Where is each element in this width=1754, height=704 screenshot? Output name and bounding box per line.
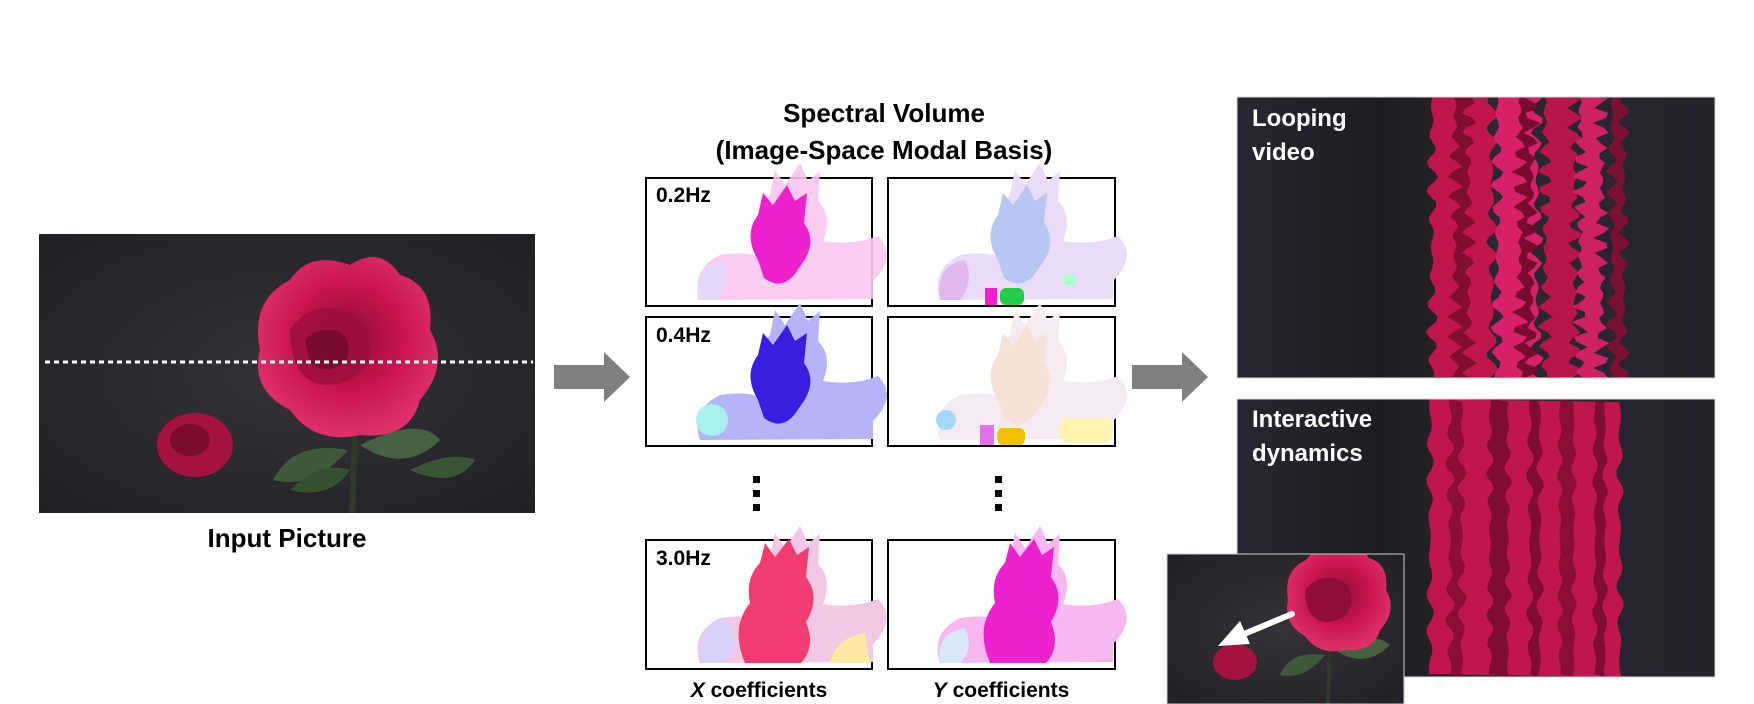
- interactive-streak-2: [1486, 399, 1512, 677]
- interactive-streak-4: [1557, 399, 1577, 677]
- interactive-streak-3: [1526, 399, 1544, 677]
- arrow-to-spectral-icon: [554, 352, 630, 402]
- y-coefficients-caption: Y coefficients: [933, 679, 1070, 702]
- x-coefficient-panel-0-2hz: 0.2Hz: [645, 163, 887, 307]
- frequency-label-0-4hz: 0.4Hz: [656, 324, 711, 347]
- looping-streak-5: [1571, 97, 1610, 378]
- x-coefficient-panel-0-4hz: 0.4Hz: [645, 303, 887, 447]
- looping-video-label-line2: video: [1252, 139, 1315, 166]
- input-picture-caption: Input Picture: [208, 523, 367, 553]
- looping-video-panel: Looping video: [1236, 96, 1716, 379]
- looping-streak-1: [1447, 97, 1477, 378]
- frequency-label-0-2hz: 0.2Hz: [656, 184, 711, 207]
- looping-streak-6: [1606, 97, 1630, 378]
- x-coefficients-caption: X coefficients: [690, 679, 828, 702]
- interactive-streak-1: [1445, 399, 1467, 677]
- frequency-label-3-0hz: 3.0Hz: [656, 547, 711, 570]
- input-picture: [39, 234, 535, 513]
- y-coefficient-panel-3-0hz: [887, 526, 1127, 670]
- interactive-dynamics-streaks: [1426, 399, 1624, 677]
- looping-streak-4: [1537, 97, 1583, 378]
- spectral-volume-title: Spectral Volume: [783, 98, 985, 128]
- interactive-dynamics-label-line2: dynamics: [1252, 440, 1363, 467]
- arrow-to-outputs-icon: [1132, 352, 1208, 402]
- looping-streak-2: [1490, 97, 1544, 378]
- x-column-ellipsis-icon: [753, 476, 760, 511]
- interactive-streak-5: [1592, 399, 1608, 677]
- y-coefficient-panel-0-2hz: [887, 163, 1127, 307]
- interactive-dynamics-label: Interactive: [1252, 406, 1372, 433]
- spectral-volume-subtitle: (Image-Space Modal Basis): [716, 135, 1053, 165]
- y-coefficient-panel-0-4hz: [887, 303, 1127, 447]
- looping-video-label: Looping: [1252, 105, 1347, 132]
- looping-streak-3: [1511, 97, 1541, 378]
- x-coefficient-panel-3-0hz: 3.0Hz: [645, 526, 887, 670]
- drag-arrow-icon: [1218, 611, 1295, 646]
- interaction-thumbnail: [1166, 553, 1405, 704]
- looping-video-streaks: [1426, 97, 1630, 378]
- y-column-ellipsis-icon: [995, 476, 1002, 511]
